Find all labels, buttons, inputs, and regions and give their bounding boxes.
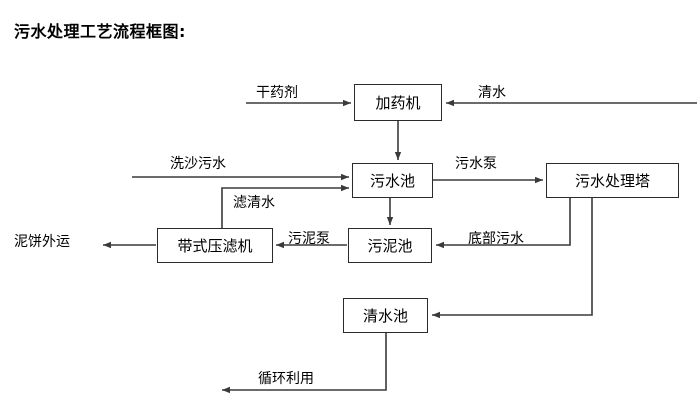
terminal-clean-water-input: 清水: [478, 85, 506, 101]
node-belt-filter-press[interactable]: 带式压滤机: [157, 228, 273, 263]
terminal-sand-washing-wastewater: 洗沙污水: [170, 156, 226, 172]
node-wastewater-pool-label: 污水池: [369, 172, 415, 190]
node-belt-filter-press-label: 带式压滤机: [177, 237, 253, 255]
edge-label-recycle-reuse: 循环利用: [258, 371, 314, 387]
edge-clean-water-recycle: [222, 333, 387, 394]
node-sludge-pool-label: 污泥池: [367, 237, 413, 255]
node-dosing-machine-label: 加药机: [375, 94, 421, 112]
node-dosing-machine[interactable]: 加药机: [354, 84, 442, 121]
edge-tower-to-clean-water-pool: [432, 198, 593, 319]
edge-label-bottom-wastewater: 底部污水: [468, 231, 524, 247]
node-wastewater-pool[interactable]: 污水池: [352, 163, 433, 198]
node-sludge-pool[interactable]: 污泥池: [348, 228, 432, 263]
node-treatment-tower-label: 污水处理塔: [574, 172, 650, 190]
edge-label-wastewater-pump: 污水泵: [455, 156, 497, 172]
node-clean-water-pool[interactable]: 清水池: [343, 298, 428, 333]
page-title: 污水处理工艺流程框图:: [14, 22, 186, 41]
terminal-mud-cake-output: 泥饼外运: [14, 234, 70, 250]
edge-label-filtered-clear-water: 滤清水: [233, 195, 275, 211]
node-clean-water-pool-label: 清水池: [362, 307, 408, 325]
node-treatment-tower[interactable]: 污水处理塔: [546, 163, 679, 198]
edge-bottom-wastewater-to-sludge-pool: [436, 198, 571, 249]
edge-filtered-water-to-wastewater-pool: [221, 184, 349, 228]
edge-label-sludge-pump: 污泥泵: [288, 231, 330, 247]
terminal-dry-chemical: 干药剂: [256, 85, 298, 101]
